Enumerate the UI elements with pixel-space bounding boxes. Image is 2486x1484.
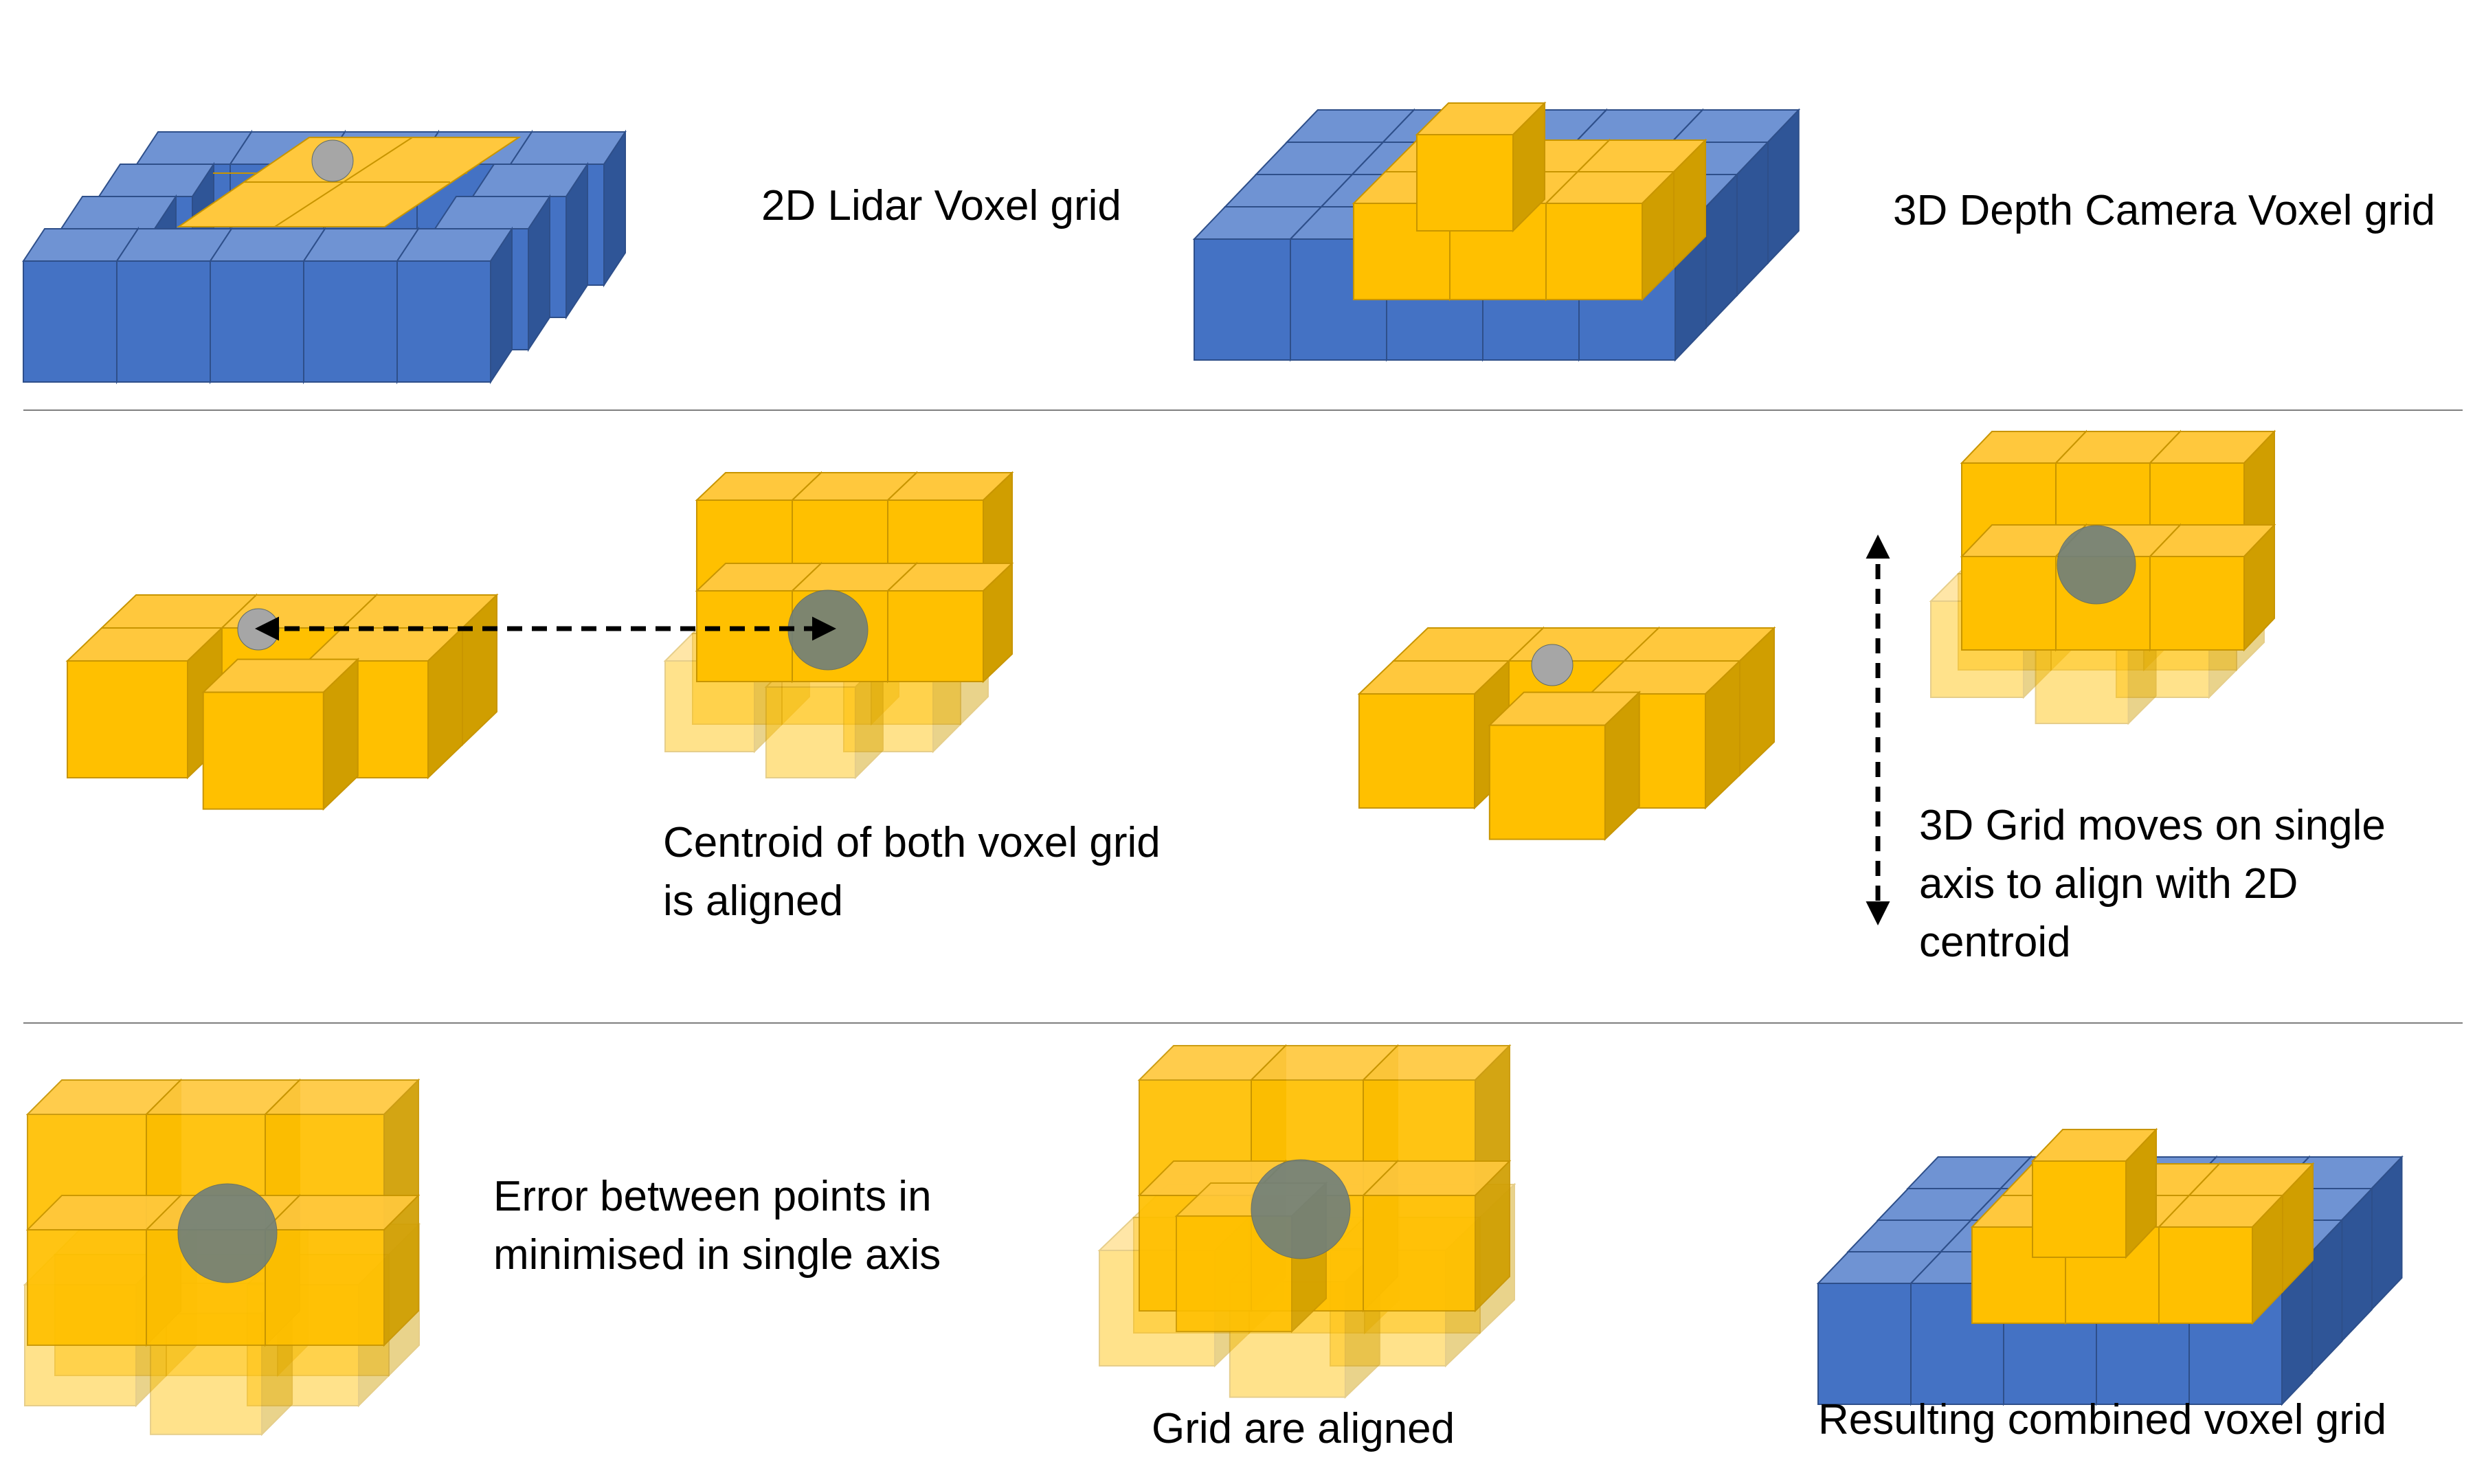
cube-front [765, 686, 856, 778]
error-centroid [177, 1183, 278, 1283]
divider-bottom [23, 1022, 2463, 1024]
cube-front [210, 260, 304, 383]
aligned-label: Grid are aligned [1152, 1405, 1455, 1452]
cube-front [265, 1229, 385, 1346]
cube-front [23, 260, 117, 383]
lidar-cube [396, 226, 513, 385]
voxel-cube [2148, 523, 2276, 652]
lidar-t-cube [65, 626, 224, 780]
lidar-t-b-centroid [1531, 644, 1574, 686]
moved-centroid [2057, 525, 2136, 605]
cube-front [696, 590, 793, 682]
voxel-cube [1544, 170, 1676, 302]
cube-front [27, 1229, 147, 1346]
single-axis-label-line3: centroid [1919, 919, 2071, 966]
voxel-cube [2157, 1193, 2285, 1325]
error-label-line1: Error between points in [493, 1173, 932, 1220]
cube-front [396, 260, 491, 383]
lidar-centroid [311, 139, 354, 182]
cube-front [1488, 724, 1606, 840]
cube-front [887, 590, 984, 682]
divider-top [23, 409, 2463, 411]
depth-grid-label: 3D Depth Camera Voxel grid [1893, 187, 2436, 234]
single-axis-label-line1: 3D Grid moves on single [1919, 802, 2386, 849]
cube-front [1961, 556, 2057, 651]
cube-front [1363, 1195, 1476, 1312]
lidar-t-cube-b [1488, 690, 1642, 841]
aligned-grid [1097, 1044, 1516, 1399]
depth-grid-moved [1929, 429, 2276, 726]
voxel-cube [886, 561, 1014, 684]
arrows [255, 535, 1890, 925]
combined-label: Resulting combined voxel grid [1818, 1396, 2387, 1443]
cube-front [1194, 238, 1291, 361]
cube-front [2158, 1226, 2253, 1324]
depth-front-cube [1415, 101, 1547, 233]
aligned-centroid [1251, 1159, 1351, 1259]
error-label-line2: minimised in single axis [493, 1231, 941, 1279]
cube-front [67, 660, 188, 778]
cube-front [116, 260, 211, 383]
cube-front [1416, 134, 1514, 232]
combined-front-cube [2030, 1127, 2158, 1259]
lidar-yellow-grid-b [1357, 626, 1776, 841]
depth-camera-voxel-grid [1192, 101, 1801, 362]
cube-front [1545, 203, 1643, 300]
cube-front [1358, 693, 1475, 809]
cube-front [1817, 1283, 1912, 1405]
voxel-cube [263, 1193, 421, 1347]
lidar-t-cube-b [1357, 659, 1511, 810]
voxel-cube [1361, 1159, 1512, 1313]
combined-voxel-grid [1816, 1127, 2404, 1406]
cube-front [2032, 1160, 2127, 1258]
lidar-voxel-grid [22, 129, 627, 385]
centroid-label-line2: is aligned [663, 877, 843, 925]
single-axis-label-line2: axis to align with 2D [1919, 860, 2298, 908]
lidar-grid-label: 2D Lidar Voxel grid [761, 182, 1121, 229]
depth-centroid [787, 589, 869, 671]
cube-front [2149, 556, 2245, 651]
lidar-yellow-grid [65, 593, 499, 811]
centroid-label-line1: Centroid of both voxel grid [663, 819, 1161, 866]
depth-grid-with-ghost [663, 471, 1014, 780]
cube-front [303, 260, 398, 383]
lidar-t-cube-b [1588, 659, 1742, 810]
cube-front [202, 691, 324, 810]
error-minimised-grid [23, 1078, 421, 1437]
lidar-t-cube [201, 657, 360, 811]
